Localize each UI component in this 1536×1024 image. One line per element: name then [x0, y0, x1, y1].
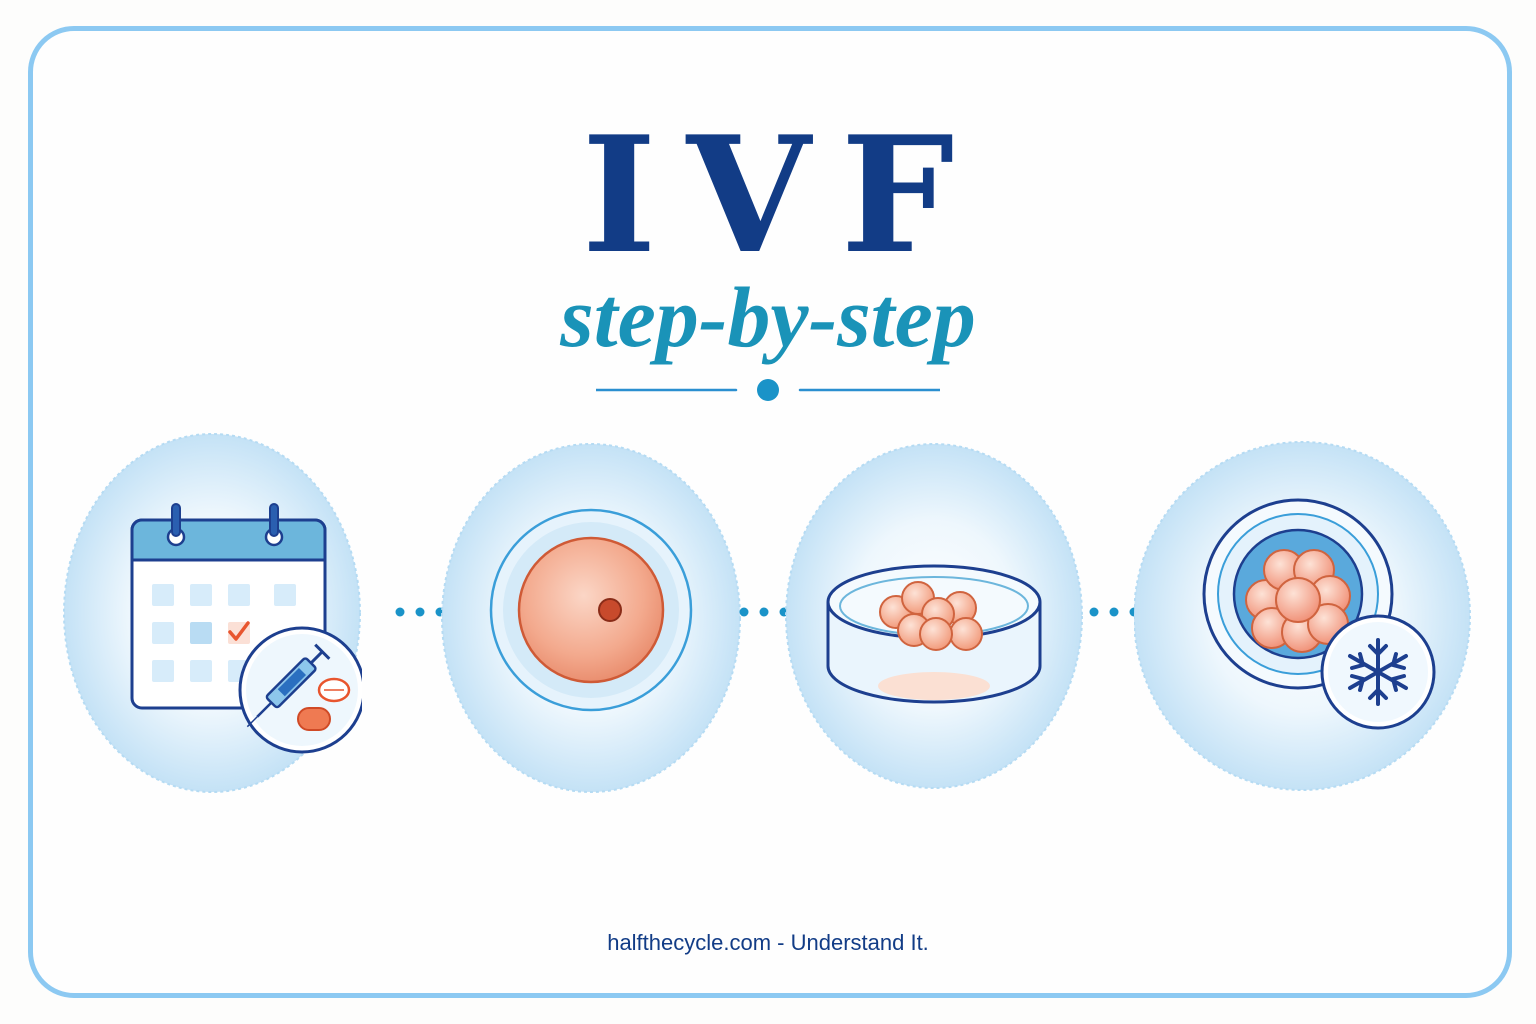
footer-tagline: halfthecycle.com - Understand It.	[607, 930, 929, 955]
egg-cell-icon	[441, 443, 741, 793]
calendar-medication-icon	[63, 433, 362, 793]
petri-dish-embryos-icon	[785, 443, 1083, 789]
title-divider	[596, 379, 940, 401]
frozen-embryo-icon	[1134, 441, 1471, 791]
page-subtitle: step-by-step	[560, 269, 976, 365]
step-connector-2	[739, 607, 789, 617]
step-connector-3	[1089, 607, 1139, 617]
page-title: IVF	[581, 101, 985, 289]
step-connector-1	[395, 607, 445, 617]
